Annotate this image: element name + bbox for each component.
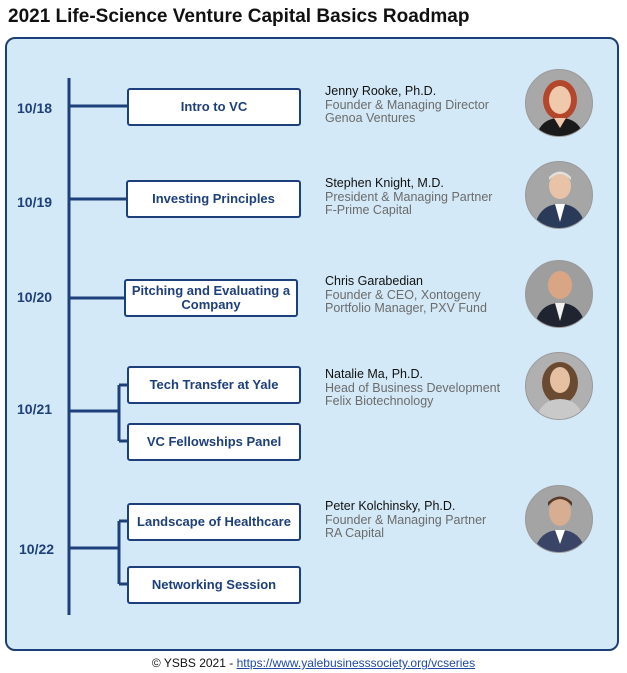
session-tech-transfer: Tech Transfer at Yale bbox=[127, 366, 301, 404]
session-pitching-evaluating: Pitching and Evaluating a Company bbox=[124, 279, 298, 317]
speaker-info: Jenny Rooke, Ph.D. Founder & Managing Di… bbox=[325, 84, 489, 126]
speaker-info: Natalie Ma, Ph.D. Head of Business Devel… bbox=[325, 367, 501, 409]
speaker-name: Stephen Knight, M.D. bbox=[325, 176, 444, 190]
speaker-photo bbox=[525, 69, 593, 137]
date-label: 10/22 bbox=[19, 541, 55, 557]
speaker-organization: F-Prime Capital bbox=[325, 203, 412, 217]
date-label: 10/21 bbox=[17, 401, 53, 417]
speaker-title: Founder & Managing Partner bbox=[325, 512, 487, 527]
session-investing-principles: Investing Principles bbox=[126, 180, 301, 218]
session-landscape-healthcare: Landscape of Healthcare bbox=[127, 503, 301, 541]
session-vc-fellowships: VC Fellowships Panel bbox=[127, 423, 301, 461]
speaker-title: Founder & Managing Director bbox=[325, 97, 489, 112]
session-networking: Networking Session bbox=[127, 566, 301, 604]
speaker-organization: Genoa Ventures bbox=[325, 111, 416, 125]
speaker-photo bbox=[525, 352, 593, 420]
speaker-info: Stephen Knight, M.D. President & Managin… bbox=[325, 176, 493, 218]
series-link[interactable]: https://www.yalebusinesssociety.org/vcse… bbox=[236, 656, 476, 670]
speaker-info: Peter Kolchinsky, Ph.D. Founder & Managi… bbox=[325, 499, 487, 541]
speaker-name: Peter Kolchinsky, Ph.D. bbox=[325, 499, 456, 513]
date-label: 10/20 bbox=[17, 289, 53, 305]
copyright-text: © YSBS 2021 - bbox=[151, 656, 237, 670]
speaker-name: Natalie Ma, Ph.D. bbox=[325, 367, 423, 381]
speaker-title: Founder & CEO, Xontogeny bbox=[325, 287, 481, 302]
date-label: 10/19 bbox=[17, 194, 53, 210]
speaker-organization: Felix Biotechnology bbox=[325, 394, 434, 408]
speaker-photo bbox=[525, 485, 593, 553]
speaker-title: Head of Business Development bbox=[325, 380, 501, 395]
speaker-organization: Portfolio Manager, PXV Fund bbox=[325, 301, 487, 315]
speaker-name: Jenny Rooke, Ph.D. bbox=[325, 84, 437, 98]
speaker-photo bbox=[525, 260, 593, 328]
speaker-info: Chris Garabedian Founder & CEO, Xontogen… bbox=[325, 274, 487, 316]
footer: © YSBS 2021 - https://www.yalebusinessso… bbox=[0, 656, 627, 670]
speaker-photo bbox=[525, 161, 593, 229]
roadmap-title: 2021 Life-Science Venture Capital Basics… bbox=[8, 6, 470, 27]
date-label: 10/18 bbox=[17, 100, 53, 116]
speaker-name: Chris Garabedian bbox=[325, 274, 423, 288]
speaker-title: President & Managing Partner bbox=[325, 189, 493, 204]
speaker-organization: RA Capital bbox=[325, 526, 385, 540]
session-intro-to-vc: Intro to VC bbox=[127, 88, 301, 126]
